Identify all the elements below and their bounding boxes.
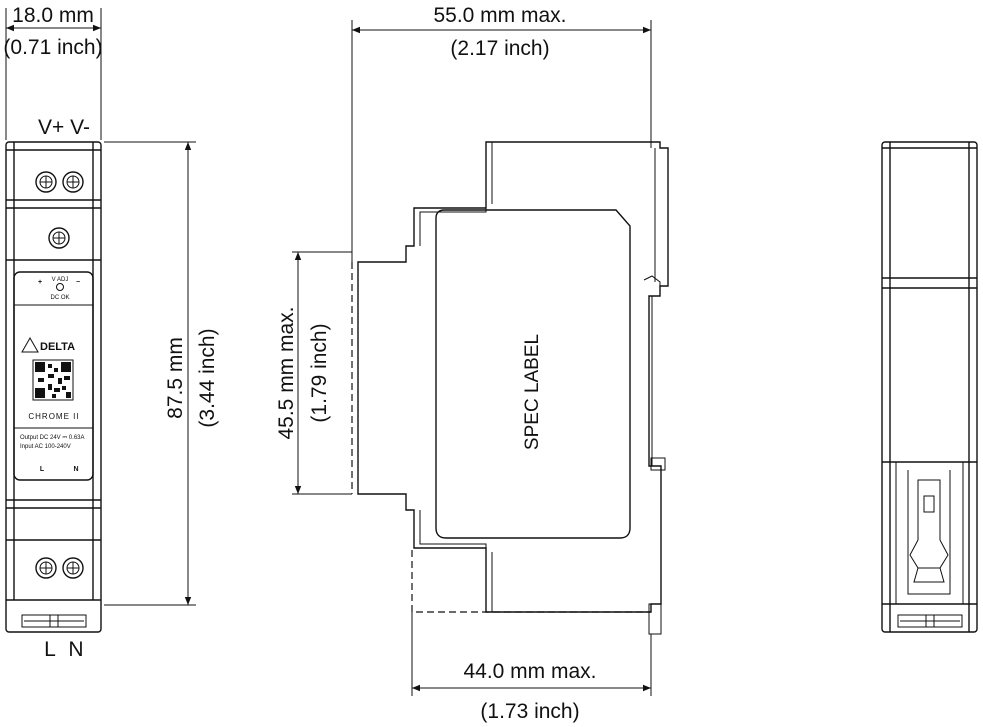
- label-plus: +: [38, 279, 42, 286]
- label-input: Input AC 100-240V: [20, 444, 71, 450]
- rear-body-outline: [881, 141, 978, 633]
- side-view: 55.0 mm max. (2.17 inch) SPEC LABEL 45.5…: [275, 4, 669, 723]
- front-height-mm: 87.5 mm: [164, 337, 187, 419]
- front-width-inch: (0.71 inch): [3, 36, 102, 59]
- label-series: CHROME II: [28, 412, 79, 421]
- base-depth-mm: 44.0 mm max.: [463, 660, 596, 683]
- side-height-mm: 45.5 mm max.: [275, 306, 298, 439]
- terminal-screw-icon: [62, 171, 84, 193]
- base-depth-inch: (1.73 inch): [480, 700, 579, 723]
- spec-label-panel: [435, 209, 631, 539]
- label-l: L: [40, 466, 45, 473]
- adjust-screw-icon: [48, 227, 70, 249]
- din-latch-bottom: [650, 457, 666, 471]
- side-body-outline: [357, 141, 669, 613]
- label-minus: −: [76, 279, 80, 286]
- front-label-panel: [13, 271, 94, 481]
- front-width-mm: 18.0 mm: [12, 4, 94, 27]
- front-body-outline: [5, 141, 102, 633]
- side-depth-inch: (2.17 inch): [450, 37, 549, 60]
- label-n: N: [73, 466, 78, 473]
- din-latch-icon: [895, 462, 964, 604]
- rear-view: [881, 141, 978, 633]
- bottom-terminal-l: L: [44, 638, 56, 661]
- side-inner-right: [651, 148, 656, 466]
- terminal-screw-icon: [35, 557, 57, 579]
- bottom-terminal-n: N: [68, 638, 83, 661]
- side-height-inch: (1.79 inch): [308, 323, 331, 422]
- front-height-inch: (3.44 inch): [196, 328, 219, 427]
- delta-logo-icon: DELTA: [21, 336, 75, 353]
- din-latch-top: [643, 275, 661, 296]
- spec-label-text: SPEC LABEL: [522, 334, 543, 450]
- led-indicator-icon: [56, 283, 64, 291]
- label-vadj: V ADJ: [52, 277, 69, 283]
- label-dcok: DC OK: [50, 295, 69, 301]
- label-output: Output DC 24V ⎓ 0.63A: [20, 435, 85, 441]
- din-clip-icon: [21, 614, 87, 628]
- side-dashed-base: [411, 550, 651, 613]
- din-clip-icon: [897, 614, 963, 628]
- front-view: 18.0 mm (0.71 inch) V+ V- +: [3, 4, 219, 661]
- label-brand: DELTA: [40, 341, 75, 353]
- top-terminal-labels: V+ V-: [38, 116, 90, 139]
- terminal-screw-icon: [35, 171, 57, 193]
- qr-code-icon: [32, 359, 74, 401]
- side-inner-step-bottom: [419, 510, 493, 612]
- din-clip-tab: [648, 603, 662, 635]
- side-depth-mm: 55.0 mm max.: [433, 4, 566, 27]
- terminal-screw-icon: [62, 557, 84, 579]
- side-inner-step-top: [419, 142, 493, 246]
